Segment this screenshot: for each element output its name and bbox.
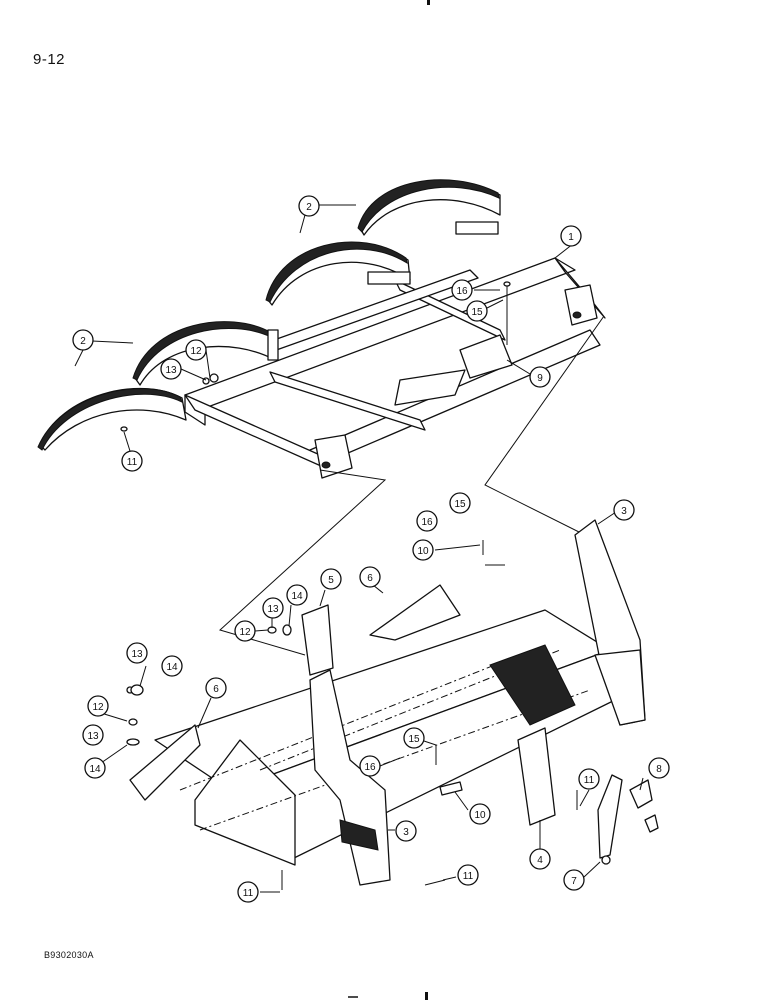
svg-text:7: 7 (571, 876, 577, 887)
callout-11: 11 (237, 881, 259, 903)
svg-text:13: 13 (131, 649, 143, 660)
svg-text:3: 3 (621, 506, 627, 517)
svg-text:2: 2 (80, 336, 86, 347)
callout-1: 1 (560, 225, 582, 247)
callout-6: 6 (205, 677, 227, 699)
callout-14: 14 (161, 655, 183, 677)
svg-text:11: 11 (463, 871, 474, 882)
svg-text:15: 15 (408, 734, 420, 745)
callout-8: 8 (648, 757, 670, 779)
svg-text:15: 15 (454, 499, 466, 510)
callout-15: 15 (449, 492, 471, 514)
svg-text:5: 5 (328, 575, 334, 586)
callout-12: 12 (87, 695, 109, 717)
svg-text:1: 1 (568, 232, 574, 243)
svg-text:11: 11 (127, 457, 138, 468)
bucket-assembly (126, 519, 659, 890)
registration-mark-top (427, 0, 430, 5)
svg-text:12: 12 (92, 702, 104, 713)
callout-15: 15 (466, 300, 488, 322)
leader-lines (74, 204, 644, 893)
svg-text:8: 8 (656, 764, 662, 775)
callout-2: 2 (298, 195, 320, 217)
callout-14: 14 (286, 584, 308, 606)
callout-13: 13 (160, 358, 182, 380)
callout-2: 2 (72, 329, 94, 351)
svg-text:16: 16 (421, 517, 433, 528)
svg-text:2: 2 (306, 202, 312, 213)
svg-text:6: 6 (367, 573, 373, 584)
svg-text:9: 9 (537, 373, 543, 384)
svg-text:15: 15 (471, 307, 483, 318)
callout-16: 16 (416, 510, 438, 532)
svg-text:10: 10 (474, 810, 486, 821)
svg-text:13: 13 (87, 731, 99, 742)
svg-text:6: 6 (213, 684, 219, 695)
callout-14: 14 (84, 757, 106, 779)
callout-3: 3 (395, 820, 417, 842)
svg-text:10: 10 (417, 546, 429, 557)
callout-16: 16 (451, 279, 473, 301)
callout-6: 6 (359, 566, 381, 588)
callout-5: 5 (320, 568, 342, 590)
callout-11: 11 (578, 768, 600, 790)
svg-text:14: 14 (291, 591, 303, 602)
svg-text:13: 13 (165, 365, 177, 376)
callout-9: 9 (529, 366, 551, 388)
svg-text:11: 11 (243, 888, 254, 899)
svg-text:12: 12 (239, 627, 251, 638)
callout-4: 4 (529, 848, 551, 870)
callout-13: 13 (262, 597, 284, 619)
callout-12: 12 (234, 620, 256, 642)
callout-13: 13 (82, 724, 104, 746)
callout-3: 3 (613, 499, 635, 521)
callout-10: 10 (469, 803, 491, 825)
svg-text:12: 12 (190, 346, 202, 357)
svg-text:16: 16 (456, 286, 468, 297)
svg-text:11: 11 (584, 775, 595, 786)
svg-text:13: 13 (267, 604, 279, 615)
callout-10: 10 (412, 539, 434, 561)
callout-11: 11 (457, 864, 479, 886)
svg-text:4: 4 (537, 855, 543, 866)
document-code: B9302030A (44, 950, 94, 960)
svg-text:16: 16 (364, 762, 376, 773)
callout-12: 12 (185, 339, 207, 361)
callout-15: 15 (403, 727, 425, 749)
callout-16: 16 (359, 755, 381, 777)
callout-13: 13 (126, 642, 148, 664)
page-number: 9-12 (33, 51, 66, 68)
grapple-tines (37, 179, 501, 451)
grapple-frame (184, 257, 606, 479)
callout-11: 11 (121, 450, 143, 472)
svg-text:14: 14 (166, 662, 178, 673)
svg-text:3: 3 (403, 827, 409, 838)
svg-text:14: 14 (89, 764, 101, 775)
callout-7: 7 (563, 869, 585, 891)
